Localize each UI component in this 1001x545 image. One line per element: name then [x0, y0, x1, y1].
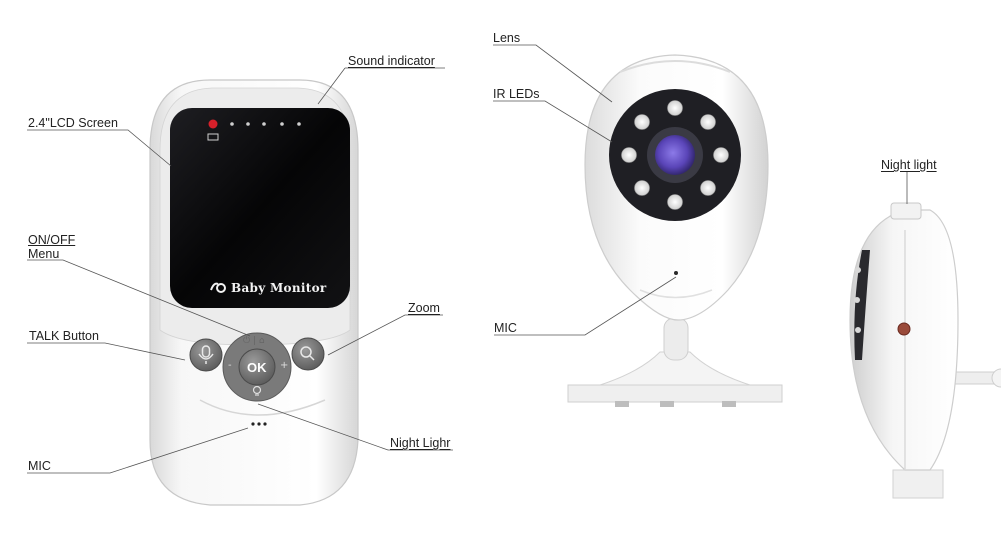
parent-monitor: [149, 79, 359, 506]
label-on-off: ON/OFF: [28, 233, 76, 247]
power-home-icon: ⏻ | ⌂: [243, 336, 265, 346]
label-ir-leds: IR LEDs: [493, 87, 540, 101]
brand-name: Baby Monitor: [231, 281, 327, 295]
battery-icon: [207, 133, 219, 141]
power-led: [208, 119, 218, 129]
camera-side-view: [849, 202, 1001, 499]
plus-label: +: [280, 360, 289, 371]
label-menu: Menu: [28, 247, 60, 261]
leader-lines: [27, 44, 908, 474]
minus-label: -: [228, 360, 232, 371]
baby-camera: [567, 54, 783, 407]
microphone-icon: [198, 345, 214, 364]
label-lcd-screen: 2.4"LCD Screen: [28, 116, 118, 130]
label-mic-monitor: MIC: [28, 459, 51, 473]
sound-indicator-dots: [230, 122, 301, 126]
label-night-light: Night light: [881, 158, 937, 172]
zoom-button[interactable]: [291, 337, 325, 371]
side-indicator-led: [897, 322, 911, 336]
label-talk-button: TALK Button: [29, 329, 99, 343]
night-light-bulb-icon: [252, 385, 262, 396]
ok-button[interactable]: [238, 348, 276, 386]
label-sound-indicator: Sound indicator: [348, 54, 435, 68]
brand-logo-icon: [210, 282, 226, 293]
label-lens: Lens: [493, 31, 521, 45]
ok-label: OK: [247, 360, 267, 375]
label-zoom: Zoom: [408, 301, 440, 315]
talk-button[interactable]: [189, 338, 223, 372]
camera-lens: [655, 135, 695, 175]
ir-led-icons: [621, 100, 729, 210]
monitor-mic-holes: [251, 422, 267, 426]
lcd-screen: [170, 108, 350, 308]
night-light-cap: [890, 202, 922, 220]
zoom-magnifier-icon: [300, 346, 315, 361]
camera-mic-hole: [674, 271, 678, 275]
label-mic-camera: MIC: [494, 321, 517, 335]
label-night-lighr: Night Lighr: [390, 436, 451, 450]
label-on-off-menu: ON/OFF Menu: [28, 233, 75, 261]
